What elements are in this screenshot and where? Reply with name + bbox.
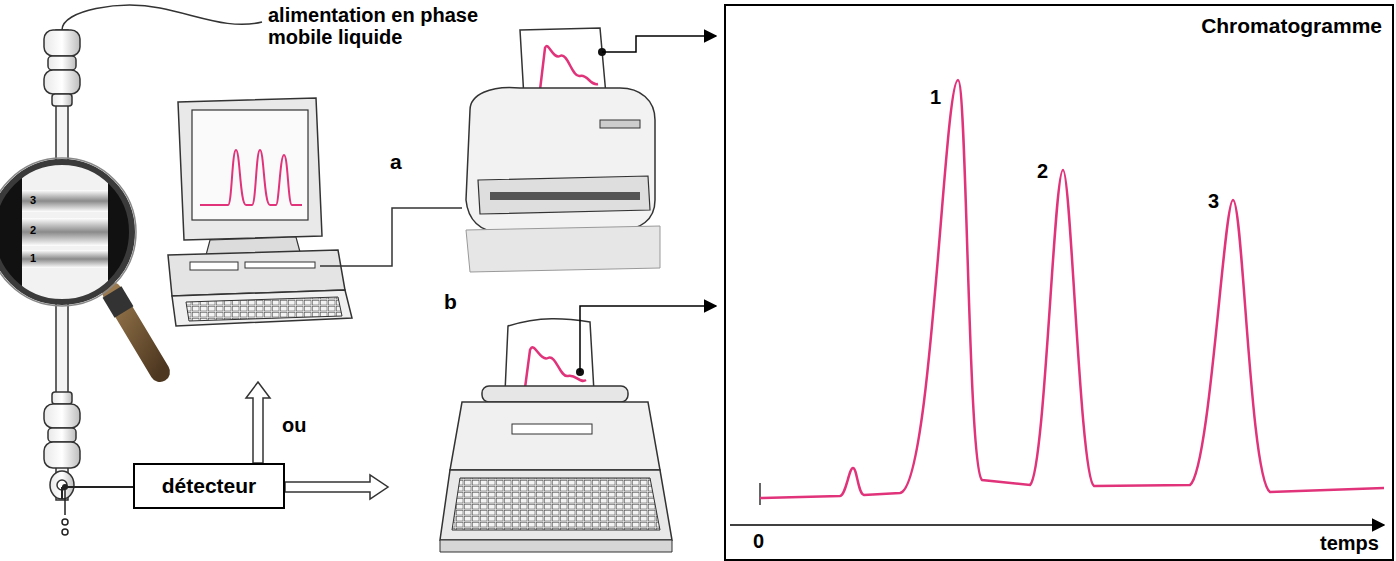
drain-outlet (62, 490, 68, 535)
axis-label: temps (1320, 532, 1379, 554)
magnifier-rim-outer (0, 158, 136, 306)
node-title: Chromatogramme (1201, 14, 1382, 37)
band-number: 2 (30, 224, 36, 236)
output-letter: a (390, 150, 402, 173)
column-fitting-bottom (44, 392, 80, 499)
peak-number: 2 (1037, 160, 1048, 182)
node-title: détecteur (162, 474, 257, 497)
output-letter: b (444, 290, 457, 313)
output-arrow (602, 36, 716, 52)
junction-dot (62, 484, 68, 490)
band-number: 3 (30, 194, 36, 206)
feed-tube (62, 5, 262, 30)
detector-box: détecteur (133, 463, 285, 509)
peak-number: 3 (1208, 190, 1219, 212)
origin-tick (759, 483, 760, 505)
hollow-arrow-right (285, 475, 388, 499)
chart-frame: Chromatogramme (724, 4, 1394, 561)
printer-cable (320, 208, 462, 266)
band-number: 1 (30, 252, 36, 264)
computer (168, 98, 352, 326)
printer-b (440, 319, 672, 552)
hollow-arrow-up (246, 382, 270, 463)
peak-number: 1 (930, 86, 941, 108)
feed-label: alimentation en phase mobile liquide (268, 4, 508, 48)
outlet-line (62, 487, 133, 499)
magnifier-handle (112, 292, 160, 372)
axis-origin: 0 (753, 530, 764, 552)
magnifier-rim (0, 162, 132, 302)
column-fitting-top (44, 30, 80, 106)
chromatogram-curve (760, 80, 1384, 498)
output-arrow (580, 306, 716, 372)
or-label: ou (282, 414, 306, 436)
time-axis (730, 524, 1384, 526)
magnifier-neck (112, 292, 124, 312)
printer-a (466, 28, 660, 272)
